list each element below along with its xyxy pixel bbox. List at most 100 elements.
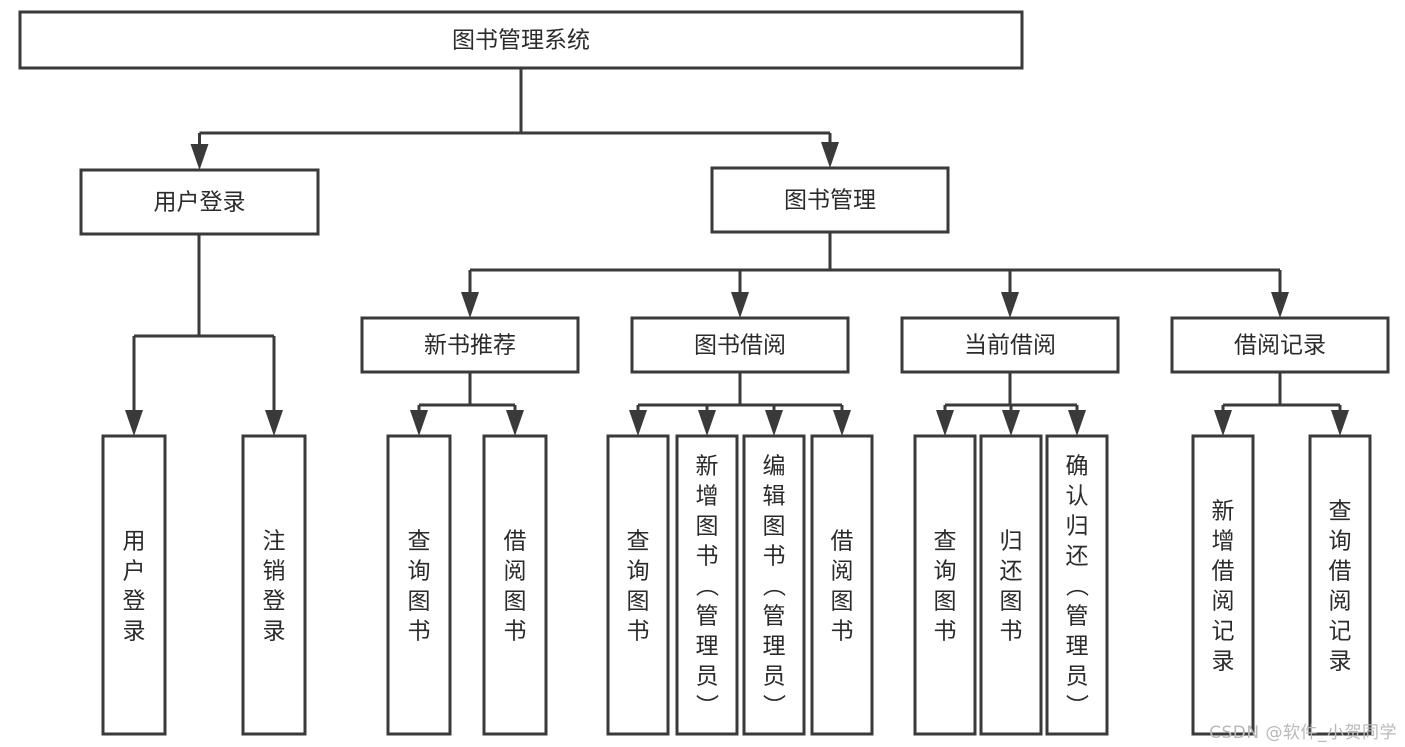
svg-text:管: 管 bbox=[1066, 603, 1089, 629]
svg-text:书: 书 bbox=[504, 618, 527, 644]
node-box[interactable] bbox=[1308, 434, 1372, 736]
node-box[interactable] bbox=[241, 434, 307, 736]
arrow-head-icon bbox=[1214, 410, 1232, 436]
node-record[interactable]: 借阅记录 bbox=[1170, 316, 1390, 374]
svg-text:借: 借 bbox=[504, 528, 527, 554]
svg-text:增: 增 bbox=[696, 483, 719, 509]
svg-text:理: 理 bbox=[763, 633, 786, 659]
node-current[interactable]: 当前借阅 bbox=[900, 316, 1120, 374]
svg-text:（: （ bbox=[693, 574, 719, 597]
node-box[interactable] bbox=[1045, 434, 1109, 736]
svg-text:图: 图 bbox=[934, 588, 957, 614]
svg-text:借: 借 bbox=[831, 528, 854, 554]
arrow-head-icon bbox=[410, 410, 428, 436]
node-box[interactable] bbox=[810, 434, 874, 736]
svg-text:员: 员 bbox=[696, 663, 719, 689]
svg-text:管: 管 bbox=[696, 603, 719, 629]
svg-text:理: 理 bbox=[696, 633, 719, 659]
node-label: 当前借阅 bbox=[964, 333, 1056, 359]
node-root[interactable]: 图书管理系统 bbox=[18, 10, 1024, 70]
node-box[interactable] bbox=[1191, 434, 1255, 736]
arrow-head-icon bbox=[936, 410, 954, 436]
node-borrow[interactable]: 图书借阅 bbox=[630, 316, 850, 374]
svg-text:户: 户 bbox=[123, 558, 146, 584]
nodes-layer: 图书管理系统用户登录图书管理新书推荐图书借阅当前借阅借阅记录用户登录注销登录查询… bbox=[18, 10, 1390, 736]
svg-text:查: 查 bbox=[408, 528, 431, 554]
edge-group-current bbox=[936, 372, 1086, 436]
node-box[interactable] bbox=[710, 166, 950, 234]
arrow-head-icon bbox=[765, 410, 783, 436]
arrow-head-icon bbox=[1002, 410, 1020, 436]
svg-text:图: 图 bbox=[504, 588, 527, 614]
node-box[interactable] bbox=[360, 316, 580, 374]
edge-group-login bbox=[125, 234, 283, 436]
node-box[interactable] bbox=[79, 168, 320, 236]
node-box[interactable] bbox=[900, 316, 1120, 374]
svg-text:（: （ bbox=[760, 574, 786, 597]
svg-text:登: 登 bbox=[263, 588, 286, 614]
node-box[interactable] bbox=[675, 434, 739, 736]
svg-text:归: 归 bbox=[1000, 528, 1023, 554]
node-box[interactable] bbox=[979, 434, 1043, 736]
node-leaf-login-1[interactable]: 用户登录 bbox=[101, 434, 167, 736]
node-label: 图书管理 bbox=[784, 188, 876, 214]
arrow-head-icon bbox=[125, 410, 143, 436]
svg-text:询: 询 bbox=[934, 558, 957, 584]
node-box[interactable] bbox=[1170, 316, 1390, 374]
svg-text:认: 认 bbox=[1066, 483, 1089, 509]
svg-text:）: ） bbox=[1063, 694, 1089, 717]
svg-text:还: 还 bbox=[1000, 558, 1023, 584]
arrow-head-icon bbox=[1001, 292, 1019, 318]
node-box[interactable] bbox=[606, 434, 670, 736]
node-box[interactable] bbox=[630, 316, 850, 374]
svg-text:管: 管 bbox=[763, 603, 786, 629]
node-newbook[interactable]: 新书推荐 bbox=[360, 316, 580, 374]
node-box[interactable] bbox=[742, 434, 806, 736]
arrow-head-icon bbox=[265, 410, 283, 436]
svg-text:用: 用 bbox=[123, 528, 146, 554]
node-label: 图书借阅 bbox=[694, 333, 786, 359]
node-box[interactable] bbox=[482, 434, 548, 736]
node-label: 借阅记录 bbox=[1234, 333, 1326, 359]
arrow-head-icon bbox=[190, 144, 209, 170]
svg-text:记: 记 bbox=[1212, 618, 1235, 644]
svg-text:员: 员 bbox=[1066, 663, 1089, 689]
node-box[interactable] bbox=[386, 434, 452, 736]
svg-text:辑: 辑 bbox=[763, 483, 786, 509]
node-box[interactable] bbox=[101, 434, 167, 736]
node-box[interactable] bbox=[18, 10, 1024, 70]
node-box[interactable] bbox=[913, 434, 977, 736]
svg-text:图: 图 bbox=[763, 513, 786, 539]
svg-text:书: 书 bbox=[627, 618, 650, 644]
svg-text:书: 书 bbox=[408, 618, 431, 644]
svg-text:新: 新 bbox=[696, 453, 719, 479]
svg-text:登: 登 bbox=[123, 588, 146, 614]
svg-text:图: 图 bbox=[696, 513, 719, 539]
svg-text:询: 询 bbox=[627, 558, 650, 584]
svg-text:查: 查 bbox=[1329, 498, 1352, 524]
node-login[interactable]: 用户登录 bbox=[79, 168, 320, 236]
svg-text:书: 书 bbox=[831, 618, 854, 644]
svg-text:询: 询 bbox=[408, 558, 431, 584]
svg-text:员: 员 bbox=[763, 663, 786, 689]
svg-text:查: 查 bbox=[934, 528, 957, 554]
svg-text:书: 书 bbox=[763, 543, 786, 569]
node-bookmgmt[interactable]: 图书管理 bbox=[710, 166, 950, 234]
arrow-head-icon bbox=[731, 292, 749, 318]
